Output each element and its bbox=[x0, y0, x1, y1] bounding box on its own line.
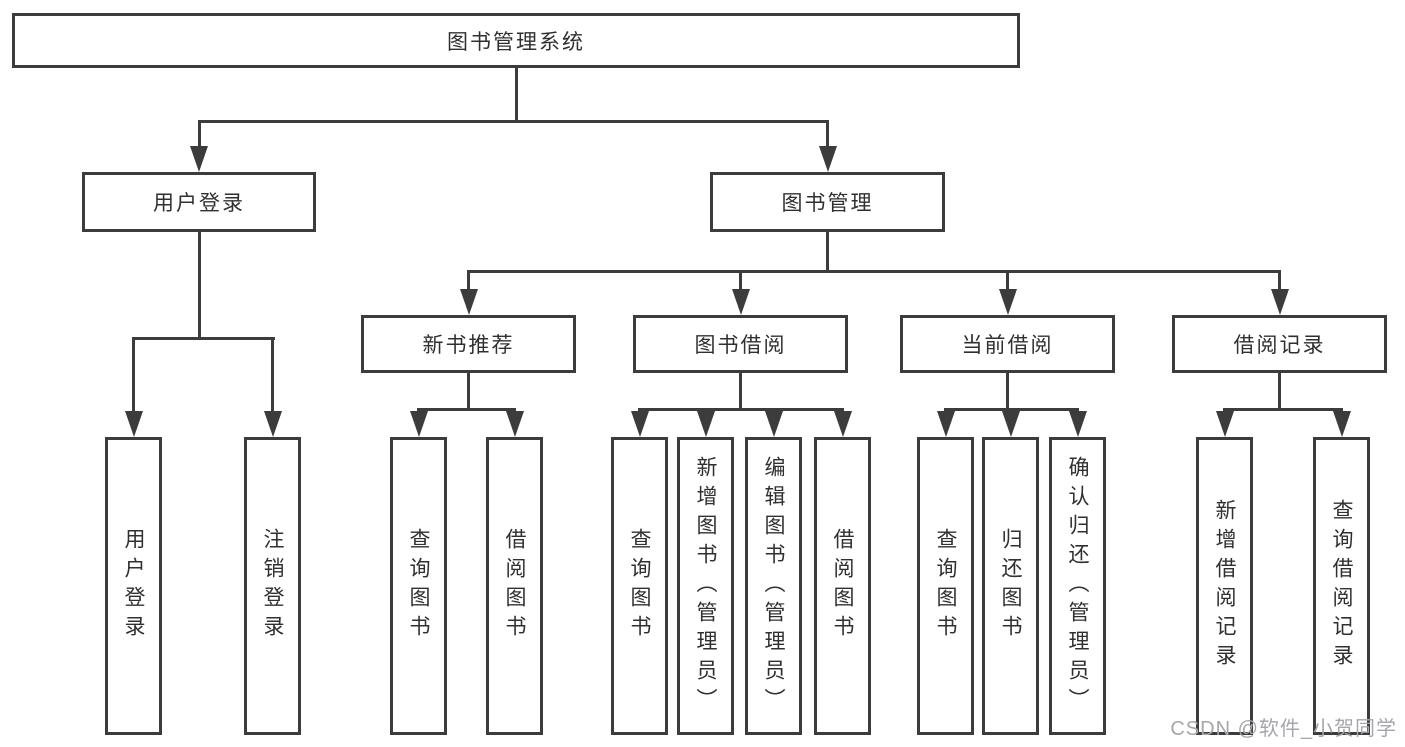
leaf-edit-books-admin: 编辑图书（管理员） bbox=[745, 437, 802, 735]
arrow-down-icon bbox=[1068, 411, 1087, 437]
node-user-login-label: 用户登录 bbox=[153, 192, 245, 215]
node-user-login: 用户登录 bbox=[82, 172, 316, 232]
leaf-confirm-return-admin: 确认归还（管理员） bbox=[1049, 437, 1106, 735]
leaf-current-query-books: 查询图书 bbox=[917, 437, 974, 735]
leaf-return-books-label: 归还图书 bbox=[999, 528, 1022, 644]
arrow-down-icon bbox=[731, 289, 750, 315]
leaf-confirm-return-admin-label: 确认归还（管理员） bbox=[1066, 455, 1089, 717]
connector-line bbox=[1006, 270, 1009, 291]
node-borrow-records: 借阅记录 bbox=[1172, 315, 1387, 373]
arrow-down-icon bbox=[1332, 411, 1351, 437]
leaf-borrow-borrow-books-label: 借阅图书 bbox=[831, 528, 854, 644]
leaf-add-books-admin-label: 新增图书（管理员） bbox=[694, 455, 717, 717]
connector-line bbox=[197, 120, 829, 123]
node-root-label: 图书管理系统 bbox=[447, 30, 585, 54]
connector-line bbox=[1223, 408, 1343, 411]
connector-line bbox=[132, 337, 135, 413]
arrow-down-icon bbox=[833, 411, 852, 437]
arrow-down-icon bbox=[1270, 289, 1289, 315]
leaf-query-borrow-record-label: 查询借阅记录 bbox=[1330, 499, 1353, 673]
arrow-down-icon bbox=[1001, 411, 1020, 437]
connector-line bbox=[1278, 270, 1281, 291]
csdn-watermark: CSDN @软件_小贺同学 bbox=[1170, 718, 1397, 740]
leaf-edit-books-admin-label: 编辑图书（管理员） bbox=[762, 455, 785, 717]
arrow-down-icon bbox=[124, 411, 143, 437]
connector-line bbox=[944, 408, 1079, 411]
connector-line bbox=[826, 232, 829, 273]
leaf-newbook-query-books-label: 查询图书 bbox=[407, 528, 430, 644]
arrow-down-icon bbox=[998, 289, 1017, 315]
arrow-down-icon bbox=[630, 411, 649, 437]
leaf-newbook-borrow-books-label: 借阅图书 bbox=[503, 528, 526, 644]
connector-line bbox=[739, 373, 742, 411]
leaf-user-login-label: 用户登录 bbox=[122, 528, 145, 644]
arrow-down-icon bbox=[409, 411, 428, 437]
node-new-book-recommend-label: 新书推荐 bbox=[422, 334, 515, 357]
arrow-down-icon bbox=[505, 411, 524, 437]
leaf-current-query-books-label: 查询图书 bbox=[934, 528, 957, 644]
node-book-borrowing: 图书借阅 bbox=[633, 315, 848, 373]
arrow-down-icon bbox=[1215, 411, 1234, 437]
leaf-logout-label: 注销登录 bbox=[261, 528, 284, 644]
connector-line bbox=[1278, 373, 1281, 411]
arrow-down-icon bbox=[936, 411, 955, 437]
arrow-down-icon bbox=[764, 411, 783, 437]
connector-line bbox=[197, 120, 201, 148]
node-current-borrowing: 当前借阅 bbox=[900, 315, 1115, 373]
connector-line bbox=[271, 337, 274, 413]
node-book-management: 图书管理 bbox=[710, 172, 945, 232]
connector-line bbox=[467, 270, 470, 291]
leaf-add-borrow-record-label: 新增借阅记录 bbox=[1213, 499, 1236, 673]
connector-line bbox=[417, 408, 516, 411]
connector-line bbox=[1006, 373, 1009, 411]
leaf-add-books-admin: 新增图书（管理员） bbox=[677, 437, 734, 735]
connector-line bbox=[132, 337, 275, 340]
connector-line bbox=[826, 120, 829, 148]
node-current-borrowing-label: 当前借阅 bbox=[961, 334, 1054, 357]
arrow-down-icon bbox=[459, 289, 478, 315]
leaf-logout: 注销登录 bbox=[244, 437, 301, 735]
leaf-user-login: 用户登录 bbox=[105, 437, 162, 735]
connector-line bbox=[638, 408, 844, 411]
leaf-borrow-query-books-label: 查询图书 bbox=[628, 528, 651, 644]
node-borrow-records-label: 借阅记录 bbox=[1233, 334, 1326, 357]
leaf-query-borrow-record: 查询借阅记录 bbox=[1313, 437, 1370, 735]
leaf-newbook-query-books: 查询图书 bbox=[390, 437, 447, 735]
leaf-add-borrow-record: 新增借阅记录 bbox=[1196, 437, 1253, 735]
connector-line bbox=[514, 68, 518, 123]
connector-line bbox=[197, 232, 201, 340]
connector-line bbox=[739, 270, 742, 291]
arrow-down-icon bbox=[696, 411, 715, 437]
arrow-down-icon bbox=[818, 146, 837, 172]
node-book-management-label: 图书管理 bbox=[781, 192, 874, 215]
connector-line bbox=[467, 373, 470, 411]
node-new-book-recommend: 新书推荐 bbox=[361, 315, 576, 373]
arrow-down-icon bbox=[190, 146, 208, 172]
connector-line bbox=[467, 270, 1281, 273]
leaf-borrow-query-books: 查询图书 bbox=[611, 437, 668, 735]
node-book-borrowing-label: 图书借阅 bbox=[694, 334, 787, 357]
leaf-return-books: 归还图书 bbox=[982, 437, 1039, 735]
arrow-down-icon bbox=[263, 411, 282, 437]
leaf-newbook-borrow-books: 借阅图书 bbox=[486, 437, 543, 735]
leaf-borrow-borrow-books: 借阅图书 bbox=[814, 437, 871, 735]
node-root: 图书管理系统 bbox=[12, 13, 1020, 68]
